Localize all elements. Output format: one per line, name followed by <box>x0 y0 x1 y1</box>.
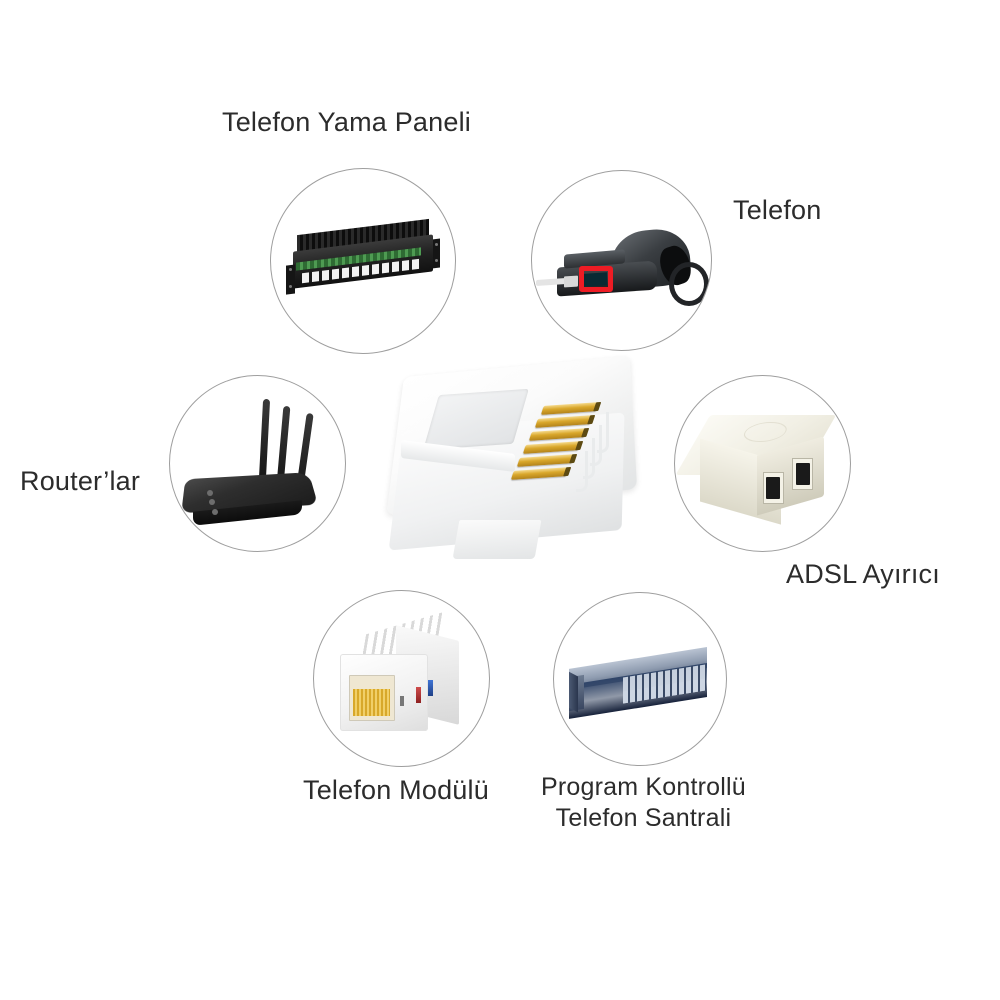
node-telephone-module[interactable] <box>313 590 490 767</box>
rj11-trace <box>576 451 588 492</box>
pbx-switch-icon <box>554 593 726 765</box>
label-adsl-splitter: ADSL Ayırıcı <box>786 559 940 589</box>
label-telephone-module: Telefon Modülü <box>303 775 489 805</box>
node-pbx[interactable] <box>553 592 727 766</box>
patch-panel-screw <box>434 259 438 263</box>
router-icon <box>170 376 345 551</box>
label-pbx: Program Kontrollü Telefon Santrali <box>541 773 746 832</box>
keystone-rj-opening <box>349 675 395 721</box>
node-patch-panel[interactable] <box>270 168 456 354</box>
router-led <box>206 489 213 496</box>
keystone-gold-contacts <box>353 689 391 717</box>
label-patch-panel: Telefon Yama Paneli <box>222 107 471 137</box>
patch-panel-screw <box>289 284 293 288</box>
splitter-jack-opening <box>766 476 780 500</box>
keystone-color-mark-gray <box>399 696 404 706</box>
router-led <box>209 499 216 506</box>
keystone-color-mark-blue <box>427 680 433 697</box>
splitter-jack-opening <box>795 462 810 486</box>
rj11-window <box>423 389 529 451</box>
router-led <box>212 509 218 515</box>
splitter-jack-1 <box>762 472 784 504</box>
splitter-jack-2 <box>792 458 814 490</box>
patch-panel-icon <box>271 169 455 353</box>
pbx-side-panel <box>569 671 579 713</box>
patch-panel-screw <box>289 268 293 272</box>
rj11-trace <box>597 412 609 453</box>
telephone-cord-ring <box>668 262 710 307</box>
keystone-color-mark-orange <box>415 687 421 704</box>
center-rj11-connector[interactable] <box>385 342 657 570</box>
label-telephone: Telefon <box>733 195 822 225</box>
rj11-latch-tab <box>452 519 541 559</box>
router-antenna <box>258 398 271 480</box>
adsl-splitter-icon <box>675 376 850 551</box>
node-telephone[interactable] <box>531 170 712 351</box>
keystone-jack-icon <box>314 591 489 766</box>
rj11-trace <box>583 438 595 479</box>
node-adsl-splitter[interactable] <box>674 375 851 552</box>
telephone-plug <box>564 275 579 287</box>
patch-panel-screw <box>434 242 438 246</box>
telephone-icon <box>532 171 711 350</box>
node-routers[interactable] <box>169 375 346 552</box>
label-routers: Router’lar <box>20 466 141 496</box>
telephone-port-highlight <box>579 265 614 292</box>
rj11-trace <box>590 425 602 466</box>
